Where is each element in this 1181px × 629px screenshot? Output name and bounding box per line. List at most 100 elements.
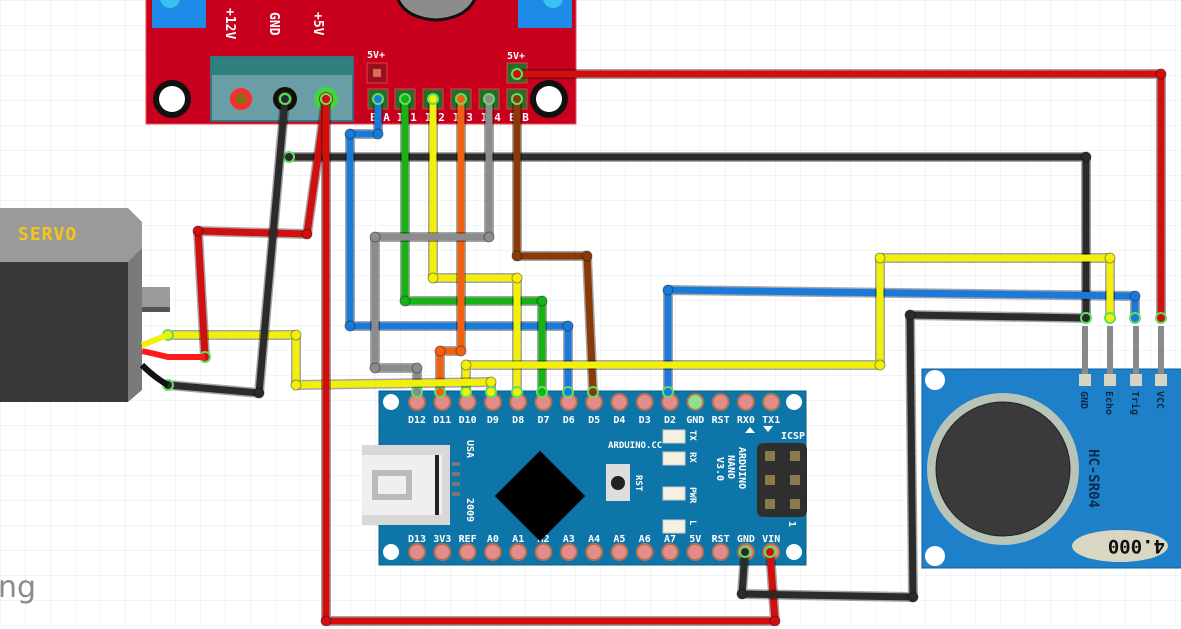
wire-vin[interactable] [320, 93, 781, 627]
wire-bendpoint[interactable] [1080, 151, 1092, 163]
nano-pin-rst[interactable] [711, 543, 730, 561]
wire-in2[interactable] [427, 93, 523, 398]
nano-pin-rst[interactable] [711, 393, 730, 411]
nano-pin-3v3[interactable] [433, 543, 452, 561]
nano-pin-tx1[interactable] [762, 393, 781, 411]
icsp-header[interactable] [757, 443, 807, 517]
wire-bendpoint[interactable] [455, 345, 467, 357]
wire-bendpoint[interactable] [301, 228, 313, 240]
wire-bendpoint[interactable] [536, 295, 548, 307]
wire-ena[interactable] [344, 93, 574, 398]
wire-endpoint[interactable] [434, 386, 446, 398]
wire-bendpoint[interactable] [904, 309, 916, 321]
sensor-pin-trig[interactable] [1130, 374, 1142, 386]
wire-bendpoint[interactable] [290, 329, 302, 341]
nano-pin-a4[interactable] [585, 543, 604, 561]
nano-pin-5v[interactable] [686, 543, 705, 561]
wire-endpoint[interactable] [562, 386, 574, 398]
sensor-pin-echo[interactable] [1104, 374, 1116, 386]
wire-bendpoint[interactable] [399, 295, 411, 307]
nano-pin-rx0[interactable] [736, 393, 755, 411]
wire-endpoint[interactable] [485, 386, 497, 398]
wire-bendpoint[interactable] [485, 376, 497, 388]
wire-endpoint[interactable] [427, 93, 439, 105]
wire-bendpoint[interactable] [581, 250, 593, 262]
nano-pin-a6[interactable] [635, 543, 654, 561]
wire-endpoint[interactable] [511, 93, 523, 105]
wire-bendpoint[interactable] [769, 615, 781, 627]
wire-bendpoint[interactable] [369, 362, 381, 374]
wire-bendpoint[interactable] [192, 225, 204, 237]
nano-pin-a5[interactable] [610, 543, 629, 561]
wire-echo[interactable] [460, 252, 1116, 398]
nano-pin-a0[interactable] [483, 543, 502, 561]
wire-bendpoint[interactable] [874, 252, 886, 264]
wire-servo-signal[interactable] [162, 329, 497, 398]
nano-pin-ref[interactable] [458, 543, 477, 561]
wire-endpoint[interactable] [1104, 312, 1116, 324]
wire-bendpoint[interactable] [460, 359, 472, 371]
wire-bendpoint[interactable] [1155, 68, 1167, 80]
wire-endpoint[interactable] [511, 386, 523, 398]
wire-endpoint[interactable] [483, 93, 495, 105]
wire-endpoint[interactable] [460, 386, 472, 398]
wire-bendpoint[interactable] [427, 272, 439, 284]
wire-endpoint[interactable] [372, 93, 384, 105]
nano-pin-d13[interactable] [408, 543, 426, 561]
wire-endpoint[interactable] [536, 386, 548, 398]
wire-endpoint[interactable] [1129, 312, 1141, 324]
wire-bendpoint[interactable] [411, 362, 423, 374]
wire-bendpoint[interactable] [290, 379, 302, 391]
wire-in3[interactable] [434, 93, 467, 398]
wire-endpoint[interactable] [283, 151, 295, 163]
wire-endpoint[interactable] [739, 546, 751, 558]
wire-bendpoint[interactable] [344, 320, 356, 332]
wire-bendpoint[interactable] [253, 387, 265, 399]
wire-bendpoint[interactable] [511, 250, 523, 262]
nano-pin-a1[interactable] [509, 543, 528, 561]
wire-in1[interactable] [399, 93, 548, 398]
wire-vcc-sensor[interactable] [511, 68, 1167, 324]
wire-nano-gnd[interactable] [736, 309, 1092, 603]
wire-bendpoint[interactable] [874, 359, 886, 371]
wire-endpoint[interactable] [764, 546, 776, 558]
nano-pin-gnd[interactable] [686, 393, 705, 411]
wire-bendpoint[interactable] [344, 128, 356, 140]
wire-endpoint[interactable] [455, 93, 467, 105]
wire-enb[interactable] [511, 93, 599, 398]
wire-bendpoint[interactable] [1129, 290, 1141, 302]
wire-bendpoint[interactable] [369, 231, 381, 243]
nano-pin-a3[interactable] [559, 543, 578, 561]
wire-bendpoint[interactable] [372, 128, 384, 140]
wire-endpoint[interactable] [399, 93, 411, 105]
nano-pin-d4[interactable] [610, 393, 629, 411]
wire-endpoint[interactable] [320, 93, 332, 105]
wire-endpoint[interactable] [511, 68, 523, 80]
wire-trig[interactable] [662, 284, 1141, 398]
wire-bendpoint[interactable] [320, 615, 332, 627]
nano-pin-a7[interactable] [661, 543, 679, 561]
wire-bendpoint[interactable] [907, 591, 919, 603]
wire-bendpoint[interactable] [434, 345, 446, 357]
nano-pin-a2[interactable] [534, 543, 553, 561]
wire-endpoint[interactable] [587, 386, 599, 398]
wire-endpoint[interactable] [662, 386, 674, 398]
wire-in4[interactable] [369, 93, 495, 398]
wire-endpoint[interactable] [279, 93, 291, 105]
servo-motor[interactable]: SERVO [0, 208, 170, 402]
wire-bendpoint[interactable] [511, 272, 523, 284]
wire-endpoint[interactable] [1155, 312, 1167, 324]
wire-bendpoint[interactable] [483, 231, 495, 243]
wire-bendpoint[interactable] [562, 320, 574, 332]
sensor-pin-vcc[interactable] [1155, 374, 1167, 386]
wire-endpoint[interactable] [411, 386, 423, 398]
sensor-pin-gnd[interactable] [1079, 374, 1091, 386]
wire-bendpoint[interactable] [1104, 252, 1116, 264]
nano-pin-d3[interactable] [635, 393, 654, 411]
wire-bendpoint[interactable] [662, 284, 674, 296]
wire-endpoint[interactable] [1080, 312, 1092, 324]
